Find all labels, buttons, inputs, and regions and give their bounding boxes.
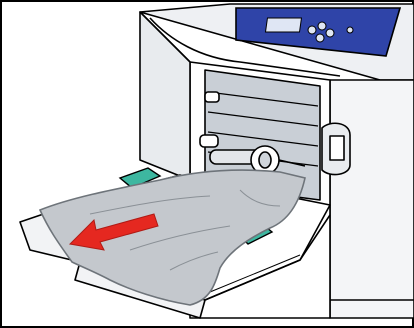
illustration-frame xyxy=(0,0,414,328)
